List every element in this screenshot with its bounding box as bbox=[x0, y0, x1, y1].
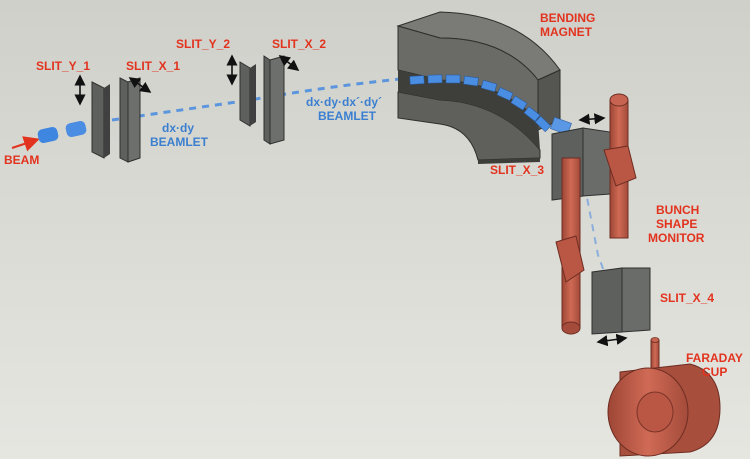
slit-y-2-plates bbox=[239, 61, 256, 127]
slit-x-2-label: SLIT_X_2 bbox=[272, 37, 326, 51]
motion-arrows bbox=[74, 54, 628, 347]
bending-magnet bbox=[396, 11, 561, 164]
slit-x-3-plates bbox=[551, 127, 611, 201]
slit-x-3-arrow bbox=[578, 113, 606, 125]
beamlet-2-label-line2: BEAMLET bbox=[318, 109, 377, 123]
beam-label: BEAM bbox=[4, 153, 39, 167]
bunch-shape-monitor-label-line3: MONITOR bbox=[648, 231, 705, 245]
beamlet-2-label-line1: dx·dy·dx´·dy´ bbox=[306, 95, 382, 109]
faraday-cup bbox=[607, 337, 721, 457]
slit-x-4-arrow bbox=[596, 333, 628, 347]
beamlet-1-label-line2: BEAMLET bbox=[150, 135, 209, 149]
faraday-cup-label-line1: FARADAY bbox=[686, 351, 743, 365]
faraday-cup-label-line2: CUP bbox=[702, 365, 727, 379]
slit-x-4-plates bbox=[591, 267, 651, 335]
bending-magnet-label-line2: MAGNET bbox=[540, 25, 593, 39]
slit-y-1-plates bbox=[91, 81, 110, 159]
slit-y-1-label: SLIT_Y_1 bbox=[36, 59, 90, 73]
bending-magnet-label-line1: BENDING bbox=[540, 11, 595, 25]
slit-x-2-arrow bbox=[278, 55, 300, 71]
slit-x-1-label: SLIT_X_1 bbox=[126, 59, 180, 73]
slit-x-2-plates bbox=[263, 55, 285, 145]
slit-x-1-arrow bbox=[128, 77, 152, 93]
beam-arrow bbox=[11, 136, 40, 152]
bunch-shape-monitor-label-line1: BUNCH bbox=[656, 203, 699, 217]
magnet-beam-bunches bbox=[409, 74, 572, 136]
bunch-shape-monitor bbox=[555, 93, 637, 335]
slit-x-1-plates bbox=[119, 77, 141, 163]
slit-x-4-label: SLIT_X_4 bbox=[660, 291, 714, 305]
slit-x-3-label: SLIT_X_3 bbox=[490, 163, 544, 177]
bunch-shape-monitor-label-line2: SHAPE bbox=[656, 217, 697, 231]
slit-y-2-label: SLIT_Y_2 bbox=[176, 37, 230, 51]
beamlet-1-label-line1: dx·dy bbox=[162, 121, 194, 135]
